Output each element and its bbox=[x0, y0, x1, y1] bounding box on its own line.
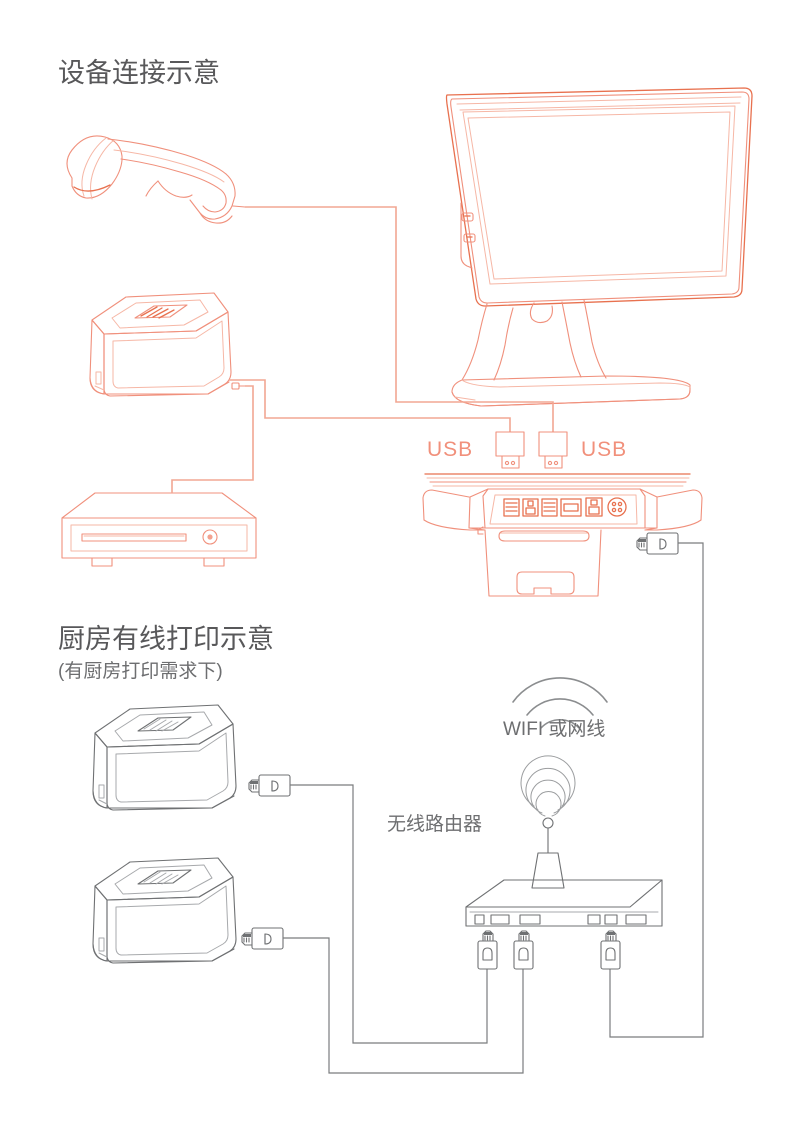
cash-drawer bbox=[61, 492, 257, 567]
rj45-router-2-connector bbox=[513, 930, 534, 970]
printer-drawer-plug-icon bbox=[231, 382, 246, 390]
usb-label-left: USB bbox=[427, 438, 473, 461]
port-panel bbox=[422, 473, 703, 597]
rj45-router-1-connector bbox=[477, 930, 498, 970]
router-signal-arcs bbox=[520, 755, 576, 817]
kitchen-printer-2 bbox=[92, 857, 237, 964]
pos-terminal bbox=[445, 87, 753, 407]
port-usb-b-icon bbox=[541, 498, 558, 517]
port-usb-a-icon bbox=[503, 498, 520, 517]
rj45-router-3-connector bbox=[600, 930, 621, 970]
cable-printer-to-usb1 bbox=[229, 379, 511, 432]
barcode-scanner bbox=[66, 135, 246, 224]
cable-printer-to-drawer bbox=[171, 385, 254, 493]
usb-plug-1 bbox=[495, 431, 525, 469]
wifi-label: WIFI 或网线 bbox=[503, 718, 605, 740]
cable-scanner-to-usb2 bbox=[245, 206, 554, 432]
port-vga-icon bbox=[560, 498, 582, 517]
port-lan-icon bbox=[585, 497, 603, 517]
cable-kprinter1-to-router bbox=[290, 784, 488, 1044]
rj45-pos-connector bbox=[636, 532, 679, 555]
section-subtitle-kitchen-print: (有厨房打印需求下) bbox=[58, 660, 223, 682]
port-power-icon bbox=[607, 497, 627, 517]
port-rj45-icon bbox=[522, 498, 539, 517]
usb-label-right: USB bbox=[581, 438, 627, 461]
cable-pos-to-router bbox=[609, 542, 704, 1038]
usb-plug-2 bbox=[538, 431, 568, 469]
rj45-printer-1-connector bbox=[248, 774, 291, 797]
cable-kprinter2-to-router bbox=[283, 937, 524, 1074]
section-title-device-connection: 设备连接示意 bbox=[58, 58, 220, 88]
rj45-printer-2-connector bbox=[241, 927, 284, 950]
router-label: 无线路由器 bbox=[387, 813, 482, 835]
wireless-router bbox=[465, 755, 663, 927]
kitchen-printer-1 bbox=[92, 704, 237, 811]
receipt-printer bbox=[89, 292, 232, 397]
section-title-kitchen-print: 厨房有线打印示意 bbox=[58, 624, 274, 654]
wifi-icon bbox=[512, 677, 608, 729]
